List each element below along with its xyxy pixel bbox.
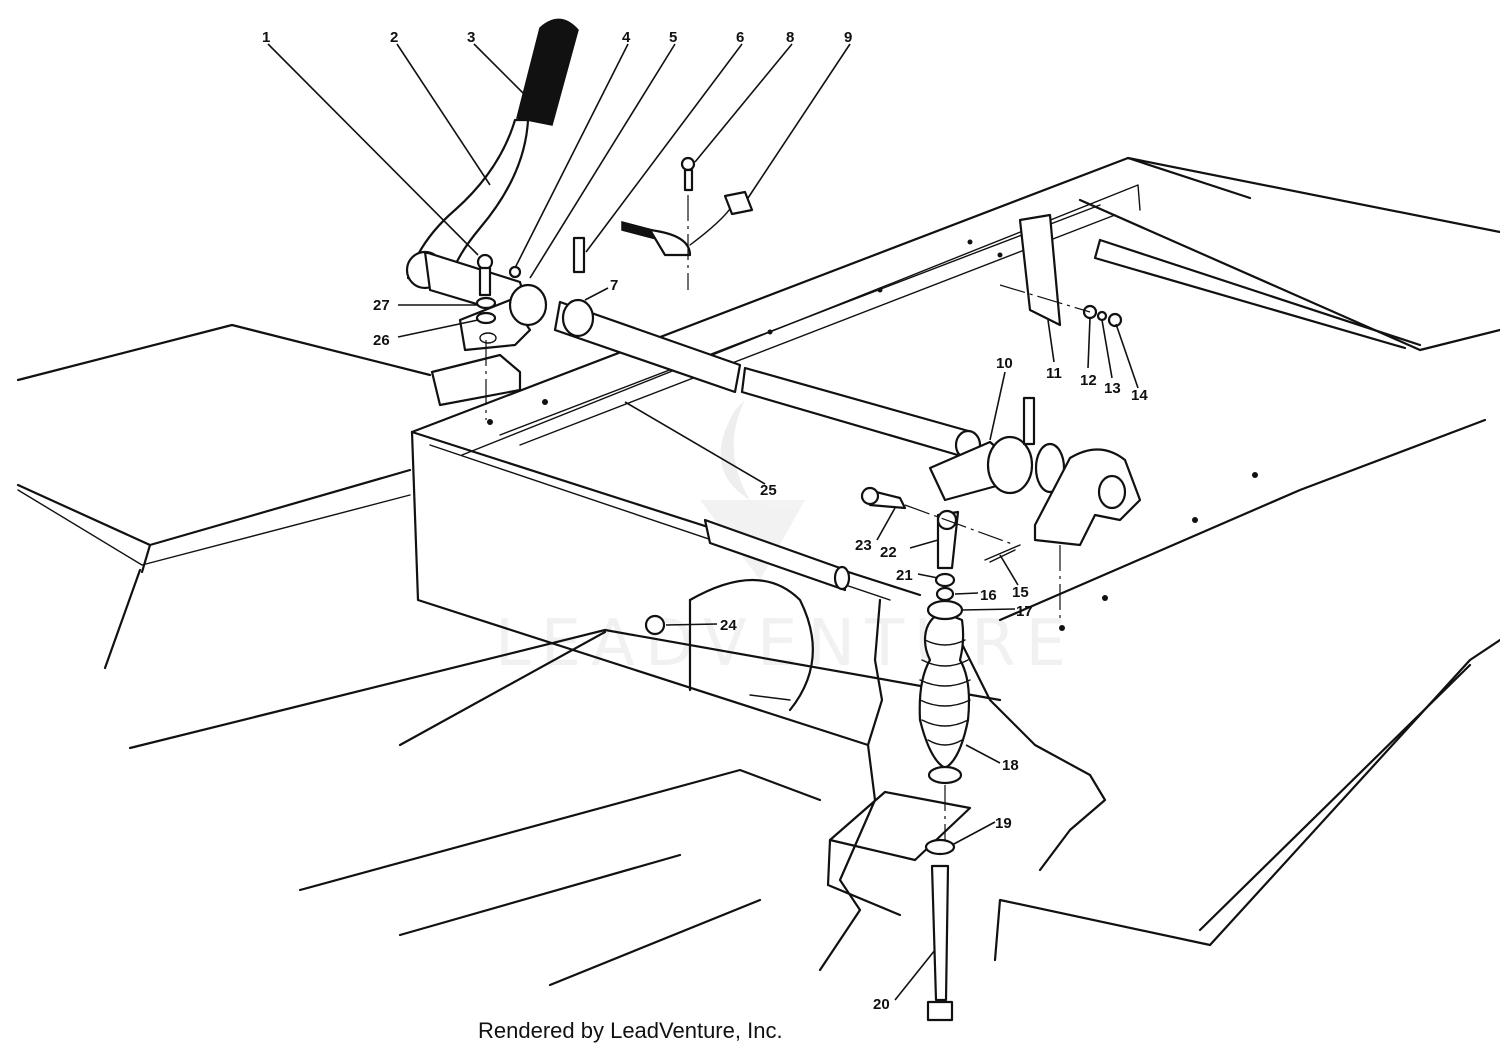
handle-grip <box>516 18 579 126</box>
callout-labels: 1 2 3 4 5 6 8 9 7 27 26 11 12 13 14 10 2… <box>262 29 1148 1013</box>
callout-7: 7 <box>610 277 618 294</box>
callout-2: 2 <box>390 29 398 46</box>
callout-11: 11 <box>1046 365 1062 382</box>
callout-1: 1 <box>262 29 270 46</box>
callout-9: 9 <box>844 29 852 46</box>
clevis-linkage <box>860 486 1021 570</box>
lift-handle <box>405 18 579 290</box>
center-lines <box>485 195 1091 840</box>
callout-14: 14 <box>1131 387 1148 404</box>
render-credit: Rendered by LeadVenture, Inc. <box>478 1018 783 1043</box>
callout-16: 16 <box>980 587 997 604</box>
switch-assembly <box>621 156 754 257</box>
watermark-text: LEADVENTURE <box>495 607 1076 681</box>
deck-holes <box>487 239 1258 631</box>
small-hardware <box>475 236 1123 636</box>
callout-13: 13 <box>1104 380 1121 397</box>
right-pivot-assembly <box>928 396 1142 547</box>
callout-25: 25 <box>760 482 777 499</box>
leader-lines <box>267 43 1139 1001</box>
callout-4: 4 <box>622 29 631 46</box>
callout-22: 22 <box>880 544 897 561</box>
callout-18: 18 <box>1002 757 1019 774</box>
callout-8: 8 <box>786 29 794 46</box>
leadventure-watermark-logo: LEADVENTURE <box>495 400 1076 681</box>
roll-pin-right <box>1022 396 1036 446</box>
washer-and-bolt <box>924 838 956 1022</box>
callout-6: 6 <box>736 29 744 46</box>
spring <box>918 572 971 785</box>
callout-20: 20 <box>873 996 890 1013</box>
callout-23: 23 <box>855 537 872 554</box>
callout-5: 5 <box>669 29 677 46</box>
callout-15: 15 <box>1012 584 1029 601</box>
callout-12: 12 <box>1080 372 1097 389</box>
callout-24: 24 <box>720 617 737 634</box>
deck-frame <box>16 156 1500 987</box>
callout-10: 10 <box>996 355 1013 372</box>
callout-27: 27 <box>373 297 390 314</box>
callout-19: 19 <box>995 815 1012 832</box>
callout-21: 21 <box>896 567 913 584</box>
callout-26: 26 <box>373 332 390 349</box>
callout-17: 17 <box>1016 603 1033 620</box>
callout-3: 3 <box>467 29 475 46</box>
left-pivot-bracket <box>458 283 595 352</box>
